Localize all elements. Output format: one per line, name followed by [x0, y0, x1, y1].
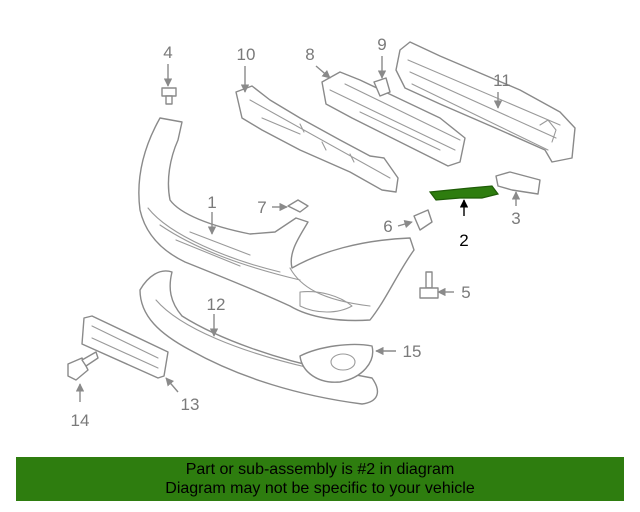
part-1-bumper-cover	[138, 117, 415, 322]
part-15-fog-lamp-bezel	[299, 343, 374, 383]
part-7-retainer	[287, 199, 309, 213]
callout-11: 11	[493, 71, 511, 90]
callout-12: 12	[207, 295, 226, 314]
parts-diagram: 4 10 8 9 11 1 7 6 2 3 5 12 13 14 15	[67, 35, 576, 430]
callout-7: 7	[257, 198, 266, 217]
callout-4: 4	[163, 43, 172, 62]
callout-14: 14	[71, 411, 90, 430]
callout-1: 1	[207, 193, 216, 212]
callout-2: 2	[459, 231, 468, 250]
banner-line-1: Part or sub-assembly is #2 in diagram	[185, 461, 455, 478]
callout-8: 8	[305, 45, 314, 64]
part-8-energy-absorber	[321, 71, 466, 167]
leader-lines	[75, 56, 521, 402]
part-5-bolt	[419, 271, 439, 299]
callout-5: 5	[461, 283, 470, 302]
banner-line-2: Diagram may not be specific to your vehi…	[165, 480, 475, 497]
part-3-bracket	[495, 171, 541, 195]
callout-13: 13	[181, 395, 200, 414]
callout-6: 6	[383, 217, 392, 236]
part-11-impact-beam	[395, 41, 576, 163]
part-info-banner: Part or sub-assembly is #2 in diagram Di…	[16, 457, 624, 501]
part-2-side-bracket	[428, 185, 500, 201]
part-4-bolt	[161, 87, 177, 105]
callout-labels: 4 10 8 9 11 1 7 6 2 3 5 12 13 14 15	[71, 35, 521, 430]
part-9-clip	[373, 77, 391, 97]
part-13-license-bracket	[81, 315, 169, 379]
callout-3: 3	[511, 209, 520, 228]
callout-10: 10	[237, 45, 256, 64]
part-6-bracket	[413, 209, 433, 231]
callout-15: 15	[403, 342, 422, 361]
part-10-upper-bracket	[235, 85, 399, 193]
callout-9: 9	[377, 35, 386, 54]
part-14-screw	[67, 351, 99, 381]
